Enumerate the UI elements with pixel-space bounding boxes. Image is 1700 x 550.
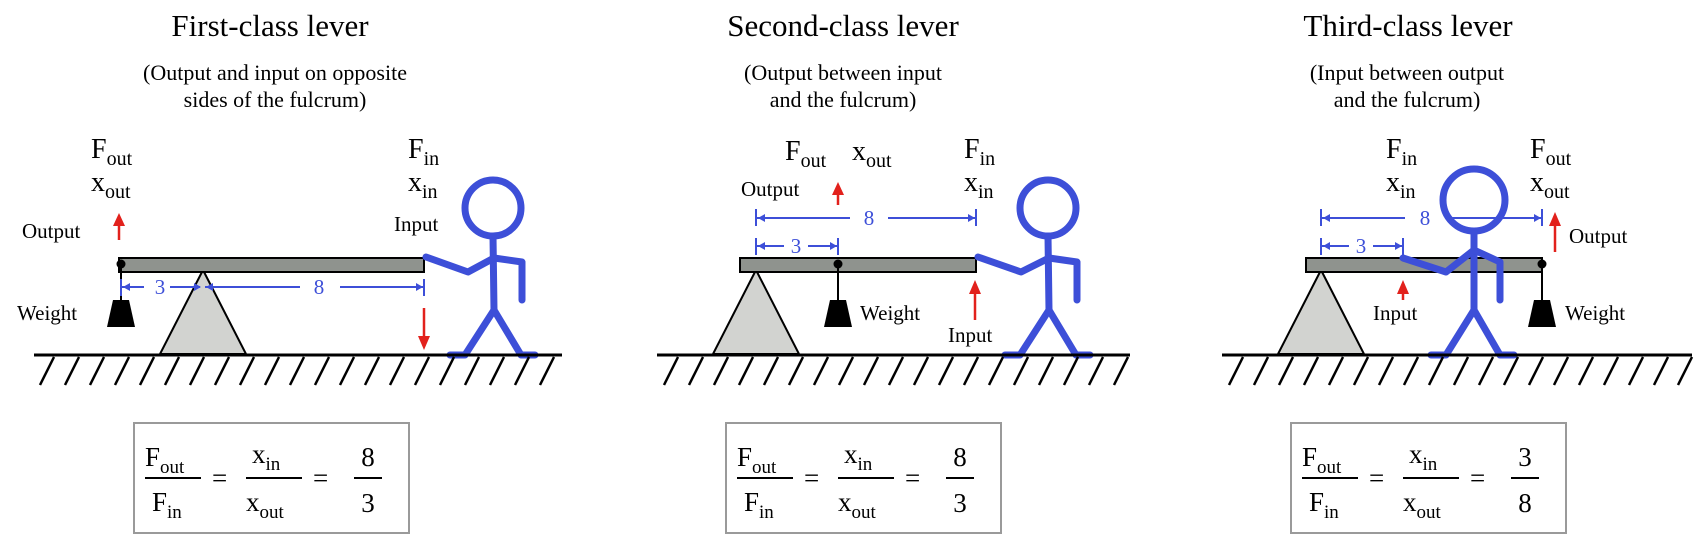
- load-point: [1537, 259, 1547, 269]
- ratio-equation: Fout Fin = xin xout = 3 8: [1290, 422, 1567, 534]
- eq-x-out: xout: [246, 487, 285, 523]
- lever-beam: [118, 257, 425, 273]
- f-out-symbol: Fout: [1530, 134, 1572, 170]
- panel-first-class: First-class lever (Output and input on o…: [17, 8, 562, 534]
- x-out-dimension: 3: [120, 275, 201, 299]
- fulcrum: [1276, 267, 1366, 355]
- input-label: Input: [948, 323, 992, 347]
- panel-title: Third-class lever: [1303, 8, 1513, 43]
- x-in-dimension: 8: [205, 275, 425, 299]
- panel-subtitle-line1: (Input between output: [1310, 60, 1504, 85]
- person-figure: [1399, 165, 1518, 359]
- eq-f-out: Fout: [145, 442, 185, 478]
- x-out-symbol: xout: [91, 167, 131, 203]
- panel-second-class: Second-class lever (Output between input…: [657, 8, 1130, 534]
- output-arrow: [113, 213, 125, 240]
- f-in-symbol: Fin: [1386, 134, 1417, 170]
- svg-text:=: =: [1369, 463, 1384, 493]
- eq-f-in: Fin: [152, 487, 182, 523]
- ground-hatching: [662, 355, 1130, 387]
- x-out-symbol: xout: [1530, 167, 1570, 203]
- x-out-value: 8: [1420, 206, 1431, 230]
- f-in-symbol: Fin: [408, 134, 439, 170]
- output-label: Output: [22, 219, 81, 243]
- f-out-symbol: Fout: [91, 134, 133, 170]
- x-out-symbol: xout: [852, 136, 892, 172]
- panel-third-class: Third-class lever (Input between output …: [1222, 8, 1694, 534]
- ratio-numerator: 3: [1518, 442, 1532, 472]
- person-figure: [974, 176, 1094, 359]
- x-out-dimension: 8: [1320, 206, 1543, 230]
- eq-x-out: xout: [838, 487, 877, 523]
- panel-subtitle-line1: (Output and input on opposite: [143, 60, 407, 85]
- panel-subtitle-line1: (Output between input: [744, 60, 942, 85]
- eq-x-out: xout: [1403, 487, 1442, 523]
- x-in-symbol: xin: [1386, 167, 1416, 203]
- eq-f-in: Fin: [744, 487, 774, 523]
- weight-label: Weight: [860, 301, 920, 325]
- x-in-value: 3: [1356, 234, 1367, 258]
- input-arrow: [969, 280, 981, 320]
- weight-label: Weight: [1565, 301, 1625, 325]
- eq-x-in: xin: [252, 439, 281, 475]
- x-in-symbol: xin: [964, 167, 994, 203]
- ratio-denominator: 8: [1518, 488, 1532, 518]
- svg-text:=: =: [1470, 463, 1485, 493]
- eq-x-in: xin: [844, 439, 873, 475]
- ratio-equation: Fout Fin = xin xout = 8 3: [133, 422, 410, 534]
- f-out-symbol: Fout: [785, 136, 827, 172]
- ratio-denominator: 3: [953, 488, 967, 518]
- svg-text:=: =: [804, 463, 819, 493]
- input-label: Input: [1373, 301, 1417, 325]
- panel-subtitle-line2: and the fulcrum): [770, 87, 917, 112]
- svg-text:=: =: [313, 463, 328, 493]
- x-out-value: 3: [155, 275, 166, 299]
- input-arrow: [1397, 280, 1409, 300]
- ratio-denominator: 3: [361, 488, 375, 518]
- x-in-dimension: 8: [755, 206, 977, 230]
- x-out-dimension: 3: [755, 234, 839, 258]
- load-point: [833, 259, 843, 269]
- output-arrow: [832, 182, 844, 205]
- weight-label: Weight: [17, 301, 77, 325]
- ground-hatching: [1227, 355, 1694, 387]
- person-figure: [422, 176, 539, 359]
- input-label: Input: [394, 212, 438, 236]
- fulcrum: [711, 267, 801, 355]
- x-in-symbol: xin: [408, 167, 438, 203]
- ratio-numerator: 8: [361, 442, 375, 472]
- panel-subtitle-line2: sides of the fulcrum): [184, 87, 367, 112]
- svg-text:=: =: [212, 463, 227, 493]
- output-label: Output: [1569, 224, 1628, 248]
- svg-text:=: =: [905, 463, 920, 493]
- eq-f-out: Fout: [737, 442, 777, 478]
- lever-beam: [739, 257, 977, 273]
- weight-block: [1528, 300, 1556, 327]
- x-in-value: 8: [864, 206, 875, 230]
- panel-title: First-class lever: [171, 8, 369, 43]
- x-in-dimension: 3: [1320, 234, 1404, 258]
- weight-block: [824, 300, 852, 327]
- ground-hatching: [38, 355, 556, 387]
- eq-f-in: Fin: [1309, 487, 1339, 523]
- ratio-equation: Fout Fin = xin xout = 8 3: [725, 422, 1002, 534]
- fulcrum: [158, 267, 248, 355]
- x-out-value: 3: [791, 234, 802, 258]
- output-label: Output: [741, 177, 800, 201]
- panel-title: Second-class lever: [727, 8, 959, 43]
- input-arrow: [418, 308, 430, 350]
- output-arrow: [1549, 212, 1561, 252]
- eq-x-in: xin: [1409, 439, 1438, 475]
- f-in-symbol: Fin: [964, 134, 995, 170]
- weight-block: [107, 300, 135, 327]
- x-in-value: 8: [314, 275, 325, 299]
- eq-f-out: Fout: [1302, 442, 1342, 478]
- panel-subtitle-line2: and the fulcrum): [1334, 87, 1481, 112]
- ratio-numerator: 8: [953, 442, 967, 472]
- load-point: [116, 259, 126, 269]
